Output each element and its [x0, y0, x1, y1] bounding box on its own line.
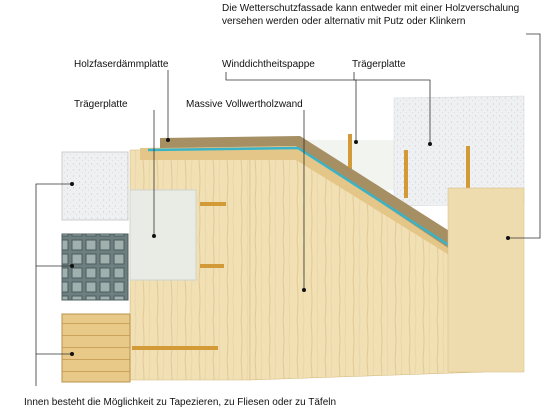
wood-end-grain: [140, 146, 480, 268]
dowel-left-3: [132, 346, 218, 350]
dowel-left-1: [200, 202, 226, 206]
dot-holzfaser: [166, 138, 170, 142]
leader-lines: [35, 33, 541, 386]
wetterschutz-note: Die Wetterschutzfassade kann entweder mi…: [222, 3, 520, 27]
dot-massive: [302, 288, 306, 292]
leader-traeger-right: [353, 72, 431, 144]
label-massive-vollwertholzwand: Massive Vollwertholzwand: [186, 99, 303, 110]
dot-traeger-right: [428, 142, 432, 146]
dowel-right-2: [404, 150, 408, 198]
wallpaper-swatch: [61, 151, 129, 221]
dot-innen-3: [70, 352, 74, 356]
dot-wetterschutz: [506, 236, 510, 240]
dowel-right-1: [348, 134, 352, 180]
dowel-right-3: [466, 146, 470, 198]
label-winddichtheitspappe: Winddichtheitspappe: [222, 59, 315, 70]
carrier-board-left: [129, 189, 197, 281]
dot-wind: [354, 140, 358, 144]
outer-wall-panel: [447, 187, 525, 373]
dot-traeger-left: [152, 234, 156, 238]
dot-innen-2: [70, 264, 74, 268]
leader-dots: [70, 138, 510, 356]
label-traegerplatte-left: Trägerplatte: [74, 99, 128, 110]
dot-innen-1: [70, 182, 74, 186]
wood-paneling-swatch: [61, 313, 131, 383]
leader-wind: [225, 72, 357, 142]
innen-note: Innen besteht die Möglichkeit zu Tapezie…: [24, 397, 337, 408]
leader-innen: [35, 183, 72, 386]
label-traegerplatte-right: Trägerplatte: [352, 59, 406, 70]
label-holzfaserdaemmplatte: Holzfaserdämmplatte: [74, 59, 169, 70]
leader-wetterschutz: [508, 33, 541, 239]
dowel-left-2: [200, 264, 224, 268]
